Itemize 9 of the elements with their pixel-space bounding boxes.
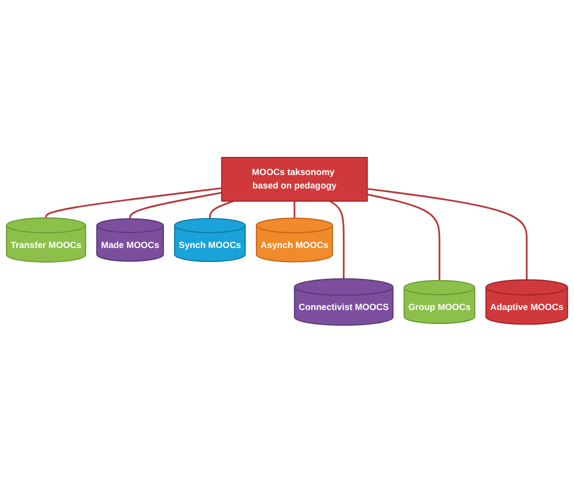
diagram-drawing: Transfer MOOCs Connectivist MOOCS Made MOOCs MOOCs taksonomy based on pedagogy Group MOOCs Synch MOOCs Adaptive MOOCs Asynch MOOCs xyxy=(2,152,572,330)
connector xyxy=(209,200,234,218)
connector xyxy=(45,186,222,218)
connector xyxy=(367,193,440,280)
connector xyxy=(367,188,528,280)
connector xyxy=(129,192,222,218)
connector xyxy=(294,200,296,218)
node-box xyxy=(221,156,368,202)
connector xyxy=(330,200,345,278)
